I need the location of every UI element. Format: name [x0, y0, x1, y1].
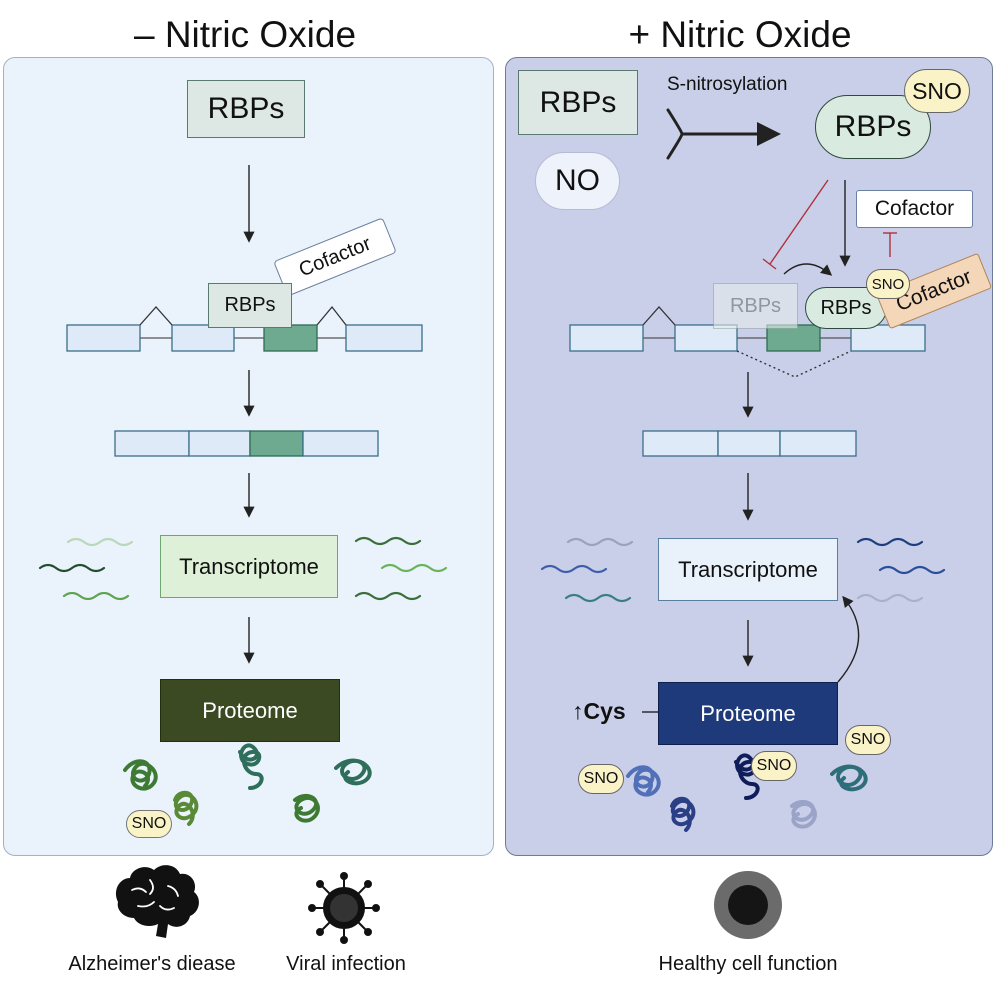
- mrna-right: [642, 430, 857, 457]
- rbps-splice-box: RBPs: [208, 283, 292, 328]
- feedback-arrow: [837, 595, 860, 683]
- pre-mrna-left: [66, 305, 423, 352]
- sno-badge-left: SNO: [578, 764, 624, 794]
- cys-label: ↑Cys: [572, 698, 626, 724]
- sno-badge: SNO: [126, 810, 172, 838]
- alzheimers-label: Alzheimer's diease: [68, 953, 236, 975]
- pre-mrna-right: [569, 306, 926, 378]
- sno-badge-mid: SNO: [751, 751, 797, 781]
- inhibit-line: [762, 179, 829, 270]
- transcriptome-box-right: Transcriptome: [658, 538, 838, 601]
- no-bubble: NO: [535, 152, 620, 210]
- rna-strand-icon: [38, 536, 448, 601]
- s-nitrosylation-label: S-nitrosylation: [667, 74, 788, 95]
- transcriptome-box: Transcriptome: [160, 535, 338, 598]
- cofactor-inhibit: [883, 232, 897, 257]
- protein-coil-icon: [123, 743, 372, 826]
- proteome-box: Proteome: [160, 679, 340, 742]
- left-panel-title: – Nitric Oxide: [133, 14, 357, 55]
- sno-badge-right: SNO: [845, 725, 891, 755]
- arrow-faded-to-bound: [783, 263, 833, 276]
- rbps-box: RBPs: [187, 80, 305, 138]
- cell-icon: [714, 871, 782, 939]
- brain-icon: [115, 865, 199, 938]
- rbps-faded: RBPs: [713, 283, 798, 329]
- mrna-left: [114, 430, 379, 457]
- healthy-cell-label: Healthy cell function: [658, 953, 838, 975]
- right-panel-title: + Nitric Oxide: [628, 14, 852, 55]
- rbps-box-right: RBPs: [518, 70, 638, 135]
- virus-icon: [308, 872, 380, 944]
- sno-badge-top: SNO: [904, 69, 970, 113]
- rna-strand-icon: [540, 537, 946, 603]
- sno-badge-cofactor: SNO: [866, 269, 910, 299]
- proteome-box-right: Proteome: [658, 682, 838, 745]
- protein-coil-icon: [626, 753, 868, 832]
- cofactor-box-right: Cofactor: [856, 190, 973, 228]
- s-nitrosylation-arrow: [666, 108, 781, 160]
- viral-infection-label: Viral infection: [286, 953, 406, 975]
